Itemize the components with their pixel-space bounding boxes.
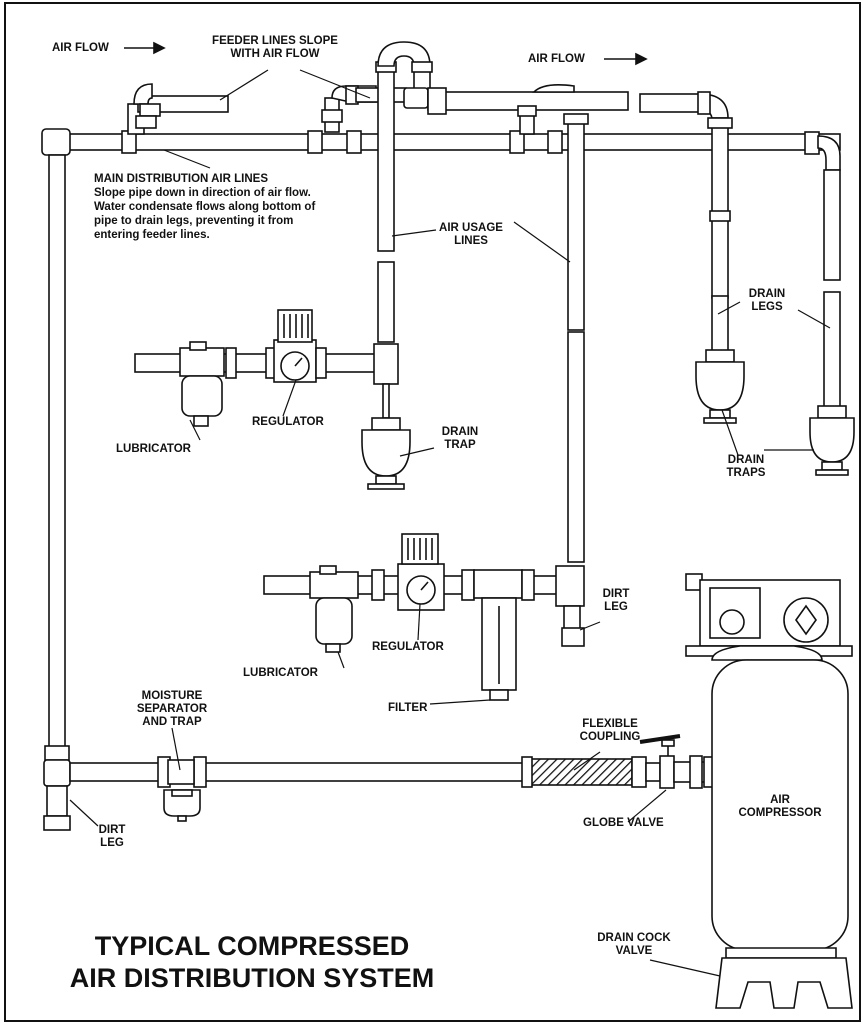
air-usage-lines <box>377 105 589 563</box>
drain-trap-bowl-1 <box>695 361 745 411</box>
air-compressor-line2: COMPRESSOR <box>738 807 822 819</box>
dirt-leg-upper-line1: DIRT <box>602 588 630 600</box>
air-usage-line1: AIR USAGE <box>439 222 503 234</box>
air-flow-arrows <box>124 41 648 66</box>
drain-cock-line2: VALVE <box>615 945 653 957</box>
filter-head <box>473 569 523 599</box>
drain-trap-upper-bowl <box>361 429 411 477</box>
flexible-coupling-label: FLEXIBLE COUPLING <box>570 718 650 744</box>
main-distribution-label: MAIN DISTRIBUTION AIR LINES Slope pipe d… <box>94 172 334 242</box>
leader-lines <box>69 69 831 977</box>
dirt-leg-upper-line2: LEG <box>604 601 628 613</box>
moisture-separator-trap <box>163 759 201 822</box>
lubricator-lower-label: LUBRICATOR <box>243 667 318 679</box>
dirt-leg-lower-line2: LEG <box>100 837 124 849</box>
main-distribution-body: Slope pipe down in direction of air flow… <box>94 187 316 241</box>
regulator-upper-label: REGULATOR <box>252 416 324 428</box>
feeder-lines-label: FEEDER LINES SLOPE WITH AIR FLOW <box>200 35 350 61</box>
drain-legs-right <box>695 169 855 476</box>
globe-valve-label: GLOBE VALVE <box>583 817 664 829</box>
air-compressor <box>685 573 853 1009</box>
moisture-separator-label: MOISTURE SEPARATOR AND TRAP <box>130 690 214 729</box>
lubricator-upper-head <box>179 347 225 377</box>
regulator-lower-label: REGULATOR <box>372 641 444 653</box>
title-line1: TYPICAL COMPRESSED <box>94 931 410 961</box>
title-line2: AIR DISTRIBUTION SYSTEM <box>69 963 435 993</box>
moisture-line2: SEPARATOR <box>136 703 208 715</box>
drain-legs-label: DRAIN LEGS <box>732 288 802 314</box>
main-distribution-title: MAIN DISTRIBUTION AIR LINES <box>94 173 268 185</box>
air-flow-label-left: AIR FLOW <box>52 42 109 54</box>
filter-label: FILTER <box>388 702 428 714</box>
flexible-coupling-hose <box>529 758 633 786</box>
drain-trap-line2: TRAP <box>444 439 476 451</box>
drain-traps-line2: TRAPS <box>726 467 766 479</box>
main-distribution-line <box>41 128 841 171</box>
moisture-line1: MOISTURE <box>141 690 203 702</box>
flexible-line2: COUPLING <box>579 731 641 743</box>
drain-trap-label: DRAIN TRAP <box>430 426 490 452</box>
lower-work-station <box>263 533 585 701</box>
air-compressor-label: AIR COMPRESSOR <box>724 794 836 820</box>
air-flow-label-right: AIR FLOW <box>528 53 585 65</box>
drain-legs-line1: DRAIN <box>748 288 786 300</box>
drain-cock-label: DRAIN COCK VALVE <box>582 932 686 958</box>
drain-legs-line2: LEGS <box>751 301 783 313</box>
drain-cock-line1: DRAIN COCK <box>597 932 671 944</box>
drain-traps-label: DRAIN TRAPS <box>716 454 776 480</box>
feeder-line-loop <box>321 41 733 299</box>
drain-traps-line1: DRAIN <box>727 454 765 466</box>
lubricator-upper-label: LUBRICATOR <box>116 443 191 455</box>
dirt-leg-upper-label: DIRT LEG <box>596 588 636 614</box>
dirt-leg-lower-label: DIRT LEG <box>92 824 132 850</box>
upper-work-station <box>134 309 411 490</box>
feeder-lines-line1: FEEDER LINES SLOPE <box>212 35 338 47</box>
feeder-line-left <box>127 83 229 135</box>
air-usage-line2: LINES <box>454 235 488 247</box>
dirt-leg-lower-line1: DIRT <box>98 824 126 836</box>
feeder-lines-line2: WITH AIR FLOW <box>230 48 320 60</box>
air-compressor-line1: AIR <box>770 794 790 806</box>
drain-trap-bowl-2 <box>809 417 855 463</box>
left-riser-pipe <box>43 154 71 831</box>
flexible-line1: FLEXIBLE <box>582 718 638 730</box>
diagram-title: TYPICAL COMPRESSED AIR DISTRIBUTION SYST… <box>32 930 472 994</box>
globe-valve-body <box>659 755 675 789</box>
moisture-line3: AND TRAP <box>142 716 202 728</box>
lubricator-lower-head <box>309 571 359 599</box>
air-usage-lines-label: AIR USAGE LINES <box>436 222 506 248</box>
drain-trap-line1: DRAIN <box>441 426 479 438</box>
